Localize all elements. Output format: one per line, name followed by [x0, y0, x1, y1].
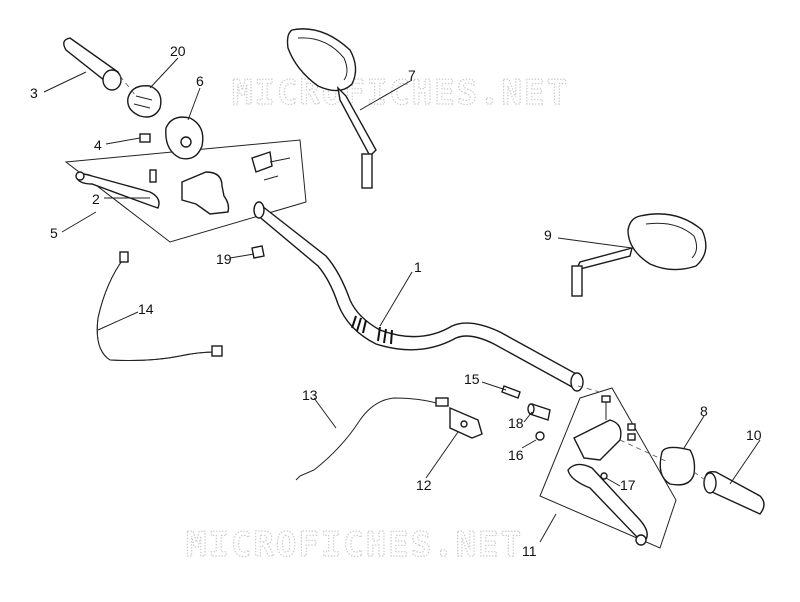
leader-lines: [43, 57, 761, 543]
sensor[interactable]: [501, 385, 551, 421]
callout-7: 7: [408, 67, 416, 83]
clutch-switch[interactable]: [449, 406, 483, 439]
handlebar[interactable]: [253, 201, 584, 392]
callout-5: 5: [50, 225, 58, 241]
callout-20: 20: [170, 43, 186, 59]
assembly-line: [577, 385, 601, 393]
nut[interactable]: [535, 431, 545, 441]
left-lever[interactable]: [75, 171, 160, 209]
callout-13: 13: [302, 387, 318, 403]
callout-1: 1: [414, 259, 422, 275]
assembly-line: [119, 75, 137, 97]
left-screw[interactable]: [139, 133, 151, 143]
left-grip[interactable]: [63, 37, 122, 91]
left-cable[interactable]: [96, 251, 223, 361]
left-assembly-frame: [64, 139, 307, 243]
right-grip[interactable]: [703, 470, 765, 515]
throttle-housing[interactable]: [127, 85, 162, 118]
right-switch[interactable]: [659, 446, 696, 486]
callout-16: 16: [508, 447, 524, 463]
callout-9: 9: [544, 227, 552, 243]
callout-8: 8: [700, 403, 708, 419]
watermark-top: MICROFICHES.NET: [232, 73, 569, 113]
callout-12: 12: [416, 477, 432, 493]
callout-14: 14: [138, 301, 154, 317]
left-master-cylinder[interactable]: [149, 151, 291, 215]
right-lever-assembly[interactable]: [567, 395, 648, 546]
assembly-line: [693, 471, 709, 483]
callout-labels: 1 2 3 4 5 6 7 8 9 10 11 12 13 14 15 16 1…: [30, 43, 762, 559]
left-mirror[interactable]: [286, 28, 377, 189]
callout-4: 4: [94, 137, 102, 153]
callout-6: 6: [196, 73, 204, 89]
callout-18: 18: [508, 415, 524, 431]
clutch-cable[interactable]: [295, 397, 449, 481]
callout-11: 11: [522, 543, 537, 559]
callout-2: 2: [92, 191, 100, 207]
callout-3: 3: [30, 85, 38, 101]
watermark-bottom: MICROFICHES.NET: [186, 525, 523, 565]
right-assembly-frame: [539, 387, 677, 549]
callout-15: 15: [464, 371, 480, 387]
left-switch[interactable]: [165, 116, 204, 160]
callout-19: 19: [216, 251, 232, 267]
callout-10: 10: [746, 427, 762, 443]
fitting[interactable]: [251, 245, 265, 259]
right-mirror[interactable]: [571, 213, 707, 297]
callout-17: 17: [620, 477, 636, 493]
